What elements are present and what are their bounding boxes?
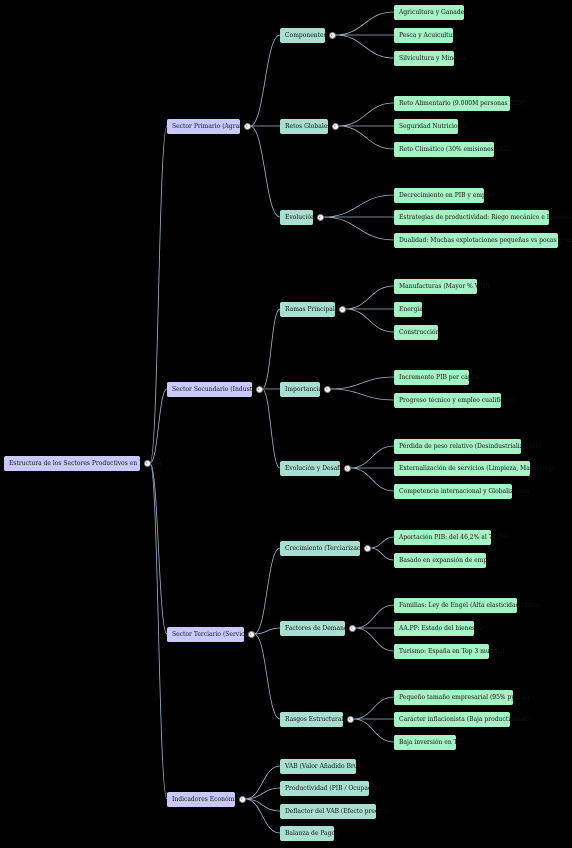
connector-line xyxy=(253,633,281,720)
item-node-0-0-0[interactable]: Agricultura y Ganadería xyxy=(394,4,473,20)
item-node-1-2-1[interactable]: Externalización de servicios (Limpieza, … xyxy=(394,460,554,476)
root-toggle-icon[interactable]: ‹ xyxy=(143,459,151,467)
connector-line xyxy=(349,467,395,492)
group-node-1-0[interactable]: Ramas Principales xyxy=(280,301,341,317)
sector-toggle-icon-3[interactable]: ‹ xyxy=(238,795,246,803)
connector-line xyxy=(349,445,395,469)
group-toggle-icon-2-1[interactable]: ‹ xyxy=(348,624,356,632)
item-node-0-2-0[interactable]: Decrecimiento en PIB y empleo xyxy=(394,187,495,203)
group-node-1-1[interactable]: Importancia xyxy=(280,381,322,397)
connector-line xyxy=(329,376,395,390)
item-node-1-0-1[interactable]: Energía xyxy=(394,301,423,317)
group-toggle-icon-1-0[interactable]: ‹ xyxy=(338,305,346,313)
indicator-node-2[interactable]: Deflactor del VAB (Efecto precios) xyxy=(280,803,389,819)
connector-line xyxy=(354,604,395,629)
sector-node-2[interactable]: Sector Terciario (Servicios) xyxy=(167,626,255,642)
connector-line xyxy=(354,627,395,652)
indicator-node-0[interactable]: VAB (Valor Añadido Bruto) xyxy=(280,758,366,774)
connector-line xyxy=(149,388,168,464)
connector-line xyxy=(244,765,281,800)
connector-line xyxy=(249,125,281,218)
group-toggle-icon-2-2[interactable]: ‹ xyxy=(346,715,354,723)
item-node-2-0-1[interactable]: Basado en expansión de empleo xyxy=(394,552,496,568)
sector-node-3[interactable]: Indicadores Económicos xyxy=(167,791,246,807)
group-toggle-icon-0-2[interactable]: ‹ xyxy=(316,213,324,221)
group-node-0-1[interactable]: Retos Globales xyxy=(280,118,330,134)
connector-line xyxy=(334,34,395,59)
connector-line xyxy=(244,798,281,812)
item-node-2-0-0[interactable]: Aportación PIB: del 46,2% al 74,5% xyxy=(394,529,508,545)
item-node-1-0-2[interactable]: Construcción xyxy=(394,324,439,340)
sector-node-0[interactable]: Sector Primario (Agrario) xyxy=(167,118,250,134)
item-node-2-1-1[interactable]: AA.PP: Estado del bienestar xyxy=(394,620,484,636)
group-toggle-icon-1-1[interactable]: ‹ xyxy=(323,385,331,393)
connector-line xyxy=(322,194,395,218)
connector-line xyxy=(337,102,395,127)
item-node-2-2-2[interactable]: Baja inversión en TIC xyxy=(394,734,465,750)
connector-line xyxy=(253,547,281,635)
connector-line xyxy=(337,125,395,150)
connector-line xyxy=(249,34,281,127)
indicator-node-3[interactable]: Balanza de Pagos xyxy=(280,825,338,841)
connector-line xyxy=(149,462,168,635)
item-node-2-2-0[interactable]: Pequeño tamaño empresarial (95% pymes) xyxy=(394,689,529,705)
connector-line xyxy=(253,627,281,635)
connector-line xyxy=(329,388,395,401)
sector-node-1[interactable]: Sector Secundario (Industrial) xyxy=(167,381,265,397)
group-node-1-2[interactable]: Evolución y Desafíos xyxy=(280,460,348,476)
connector-line xyxy=(334,11,395,36)
connector-line xyxy=(369,547,395,561)
connector-line xyxy=(244,787,281,800)
item-node-2-2-1[interactable]: Carácter inflacionista (Baja productivid… xyxy=(394,711,529,727)
indicator-node-1[interactable]: Productividad (PIB / Ocupados) xyxy=(280,780,381,796)
item-node-0-0-1[interactable]: Pesca y Acuicultura xyxy=(394,27,459,43)
connector-line xyxy=(244,798,281,834)
item-node-1-2-2[interactable]: Competencia internacional y Globalizació… xyxy=(394,483,529,499)
connector-line xyxy=(261,308,281,390)
item-node-0-1-0[interactable]: Reto Alimentario (9.000M personas 2050) xyxy=(394,95,527,111)
connector-line xyxy=(352,718,395,743)
item-node-0-2-2[interactable]: Dualidad: Muchas explotaciones pequeñas … xyxy=(394,232,572,248)
connector-line xyxy=(261,388,281,469)
connector-line xyxy=(149,462,168,800)
group-toggle-icon-2-0[interactable]: ‹ xyxy=(363,544,371,552)
item-node-0-1-2[interactable]: Reto Climático (30% emisiones GEI) xyxy=(394,141,510,157)
group-node-2-0[interactable]: Crecimiento (Terciarización) xyxy=(280,540,372,556)
root-node[interactable]: Estructura de los Sectores Productivos e… xyxy=(4,455,161,471)
item-node-1-1-0[interactable]: Incremento PIB per cápita xyxy=(394,369,480,385)
item-node-0-1-1[interactable]: Seguridad Nutricional xyxy=(394,118,467,134)
sector-toggle-icon-0[interactable]: ‹ xyxy=(243,122,251,130)
connector-line xyxy=(322,216,395,241)
item-node-0-2-1[interactable]: Estrategias de productividad: Riego mecá… xyxy=(394,209,572,225)
item-node-1-1-1[interactable]: Progreso técnico y empleo cualificado xyxy=(394,392,515,408)
item-node-2-1-2[interactable]: Turismo: España en Top 3 mundial xyxy=(394,643,505,659)
item-node-1-2-0[interactable]: Pérdida de peso relativo (Desindustriali… xyxy=(394,438,542,454)
connector-line xyxy=(352,696,395,720)
group-node-2-1[interactable]: Factores de Demanda xyxy=(280,620,351,636)
connector-line xyxy=(344,285,395,310)
connector-line xyxy=(149,125,168,464)
group-node-2-2[interactable]: Rasgos Estructurales xyxy=(280,711,350,727)
group-toggle-icon-0-0[interactable]: ‹ xyxy=(328,31,336,39)
sector-toggle-icon-2[interactable]: ‹ xyxy=(247,630,255,638)
item-node-2-1-0[interactable]: Familias: Ley de Engel (Alta elasticidad… xyxy=(394,597,540,613)
sector-toggle-icon-1[interactable]: ‹ xyxy=(255,385,263,393)
item-node-0-0-2[interactable]: Silvicultura y Minería xyxy=(394,50,465,66)
connector-line xyxy=(344,308,395,333)
connector-line xyxy=(369,536,395,549)
group-node-0-2[interactable]: Evolución xyxy=(280,209,315,225)
item-node-1-0-0[interactable]: Manufacturas (Mayor % VAB) xyxy=(394,278,490,294)
group-toggle-icon-1-2[interactable]: ‹ xyxy=(343,464,351,472)
group-node-0-0[interactable]: Componentes xyxy=(280,27,327,43)
group-toggle-icon-0-1[interactable]: ‹ xyxy=(331,122,339,130)
